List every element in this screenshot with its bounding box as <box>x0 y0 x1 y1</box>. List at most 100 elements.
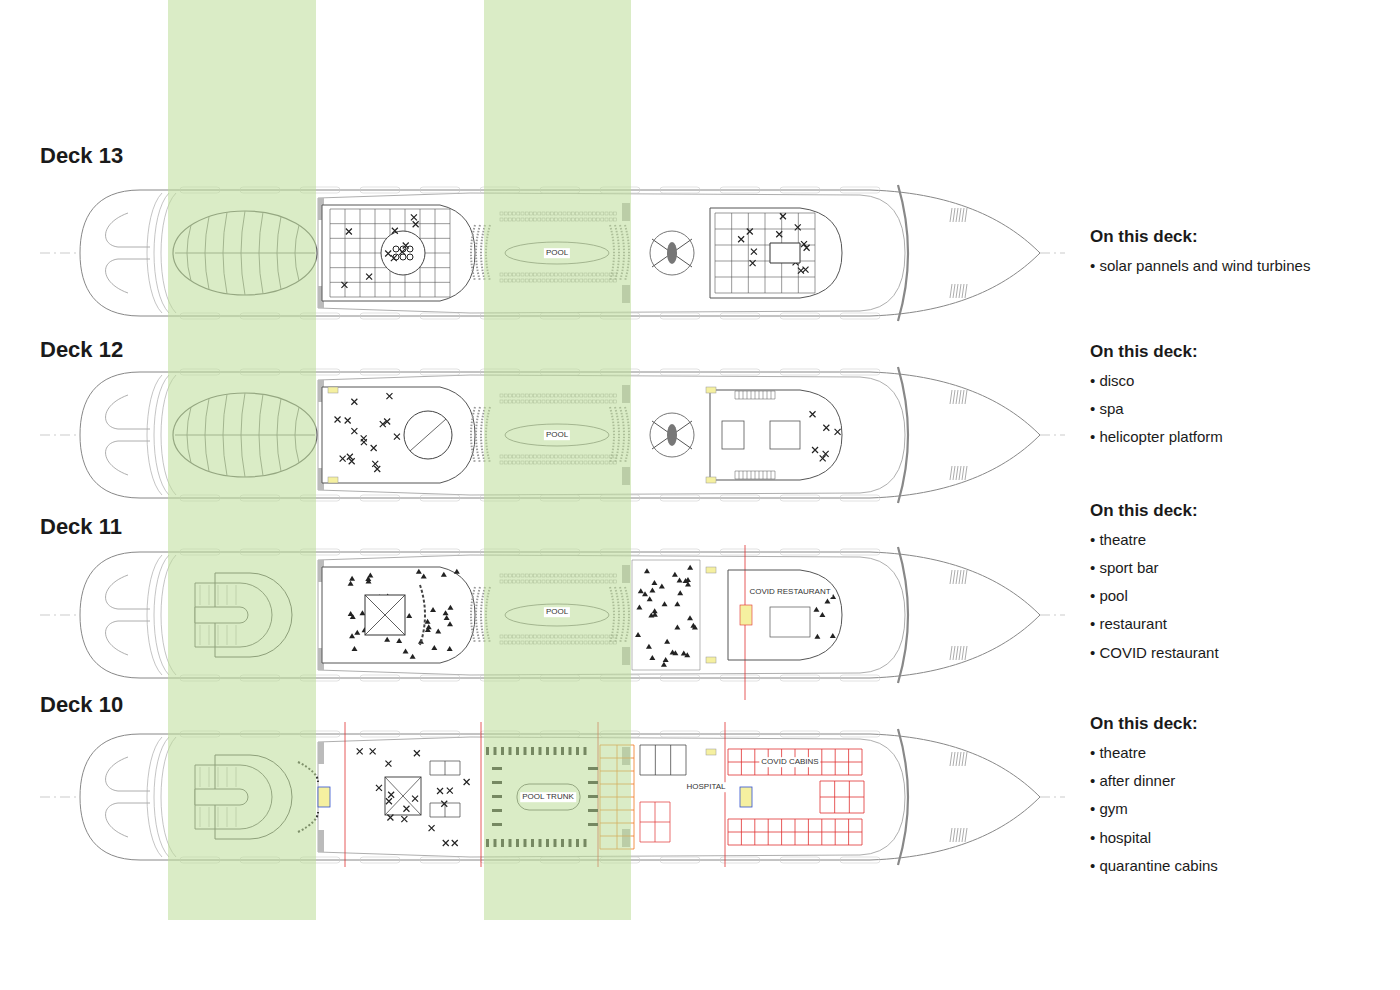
grid-line <box>763 391 764 399</box>
feature-item: • spa <box>1090 400 1124 418</box>
plan-line <box>959 466 961 480</box>
spa-room <box>770 421 800 449</box>
furniture <box>638 588 644 593</box>
bow-bracket <box>898 547 908 683</box>
seat-row <box>476 587 480 643</box>
stair <box>318 742 324 764</box>
furniture <box>812 447 818 453</box>
area-label: POOL TRUNK <box>520 792 576 802</box>
feature-item: • sport bar <box>1090 559 1159 577</box>
grid-line <box>460 761 461 775</box>
lifeboat <box>360 857 400 863</box>
covid-restaurant <box>728 570 842 660</box>
grid-line <box>739 471 740 479</box>
plan-line <box>965 646 967 660</box>
furniture <box>361 435 367 441</box>
plan-line <box>365 595 405 635</box>
furniture <box>649 587 655 592</box>
elevator <box>328 477 338 483</box>
furniture <box>801 241 807 247</box>
area-label: POOL <box>544 607 570 617</box>
grid-line <box>330 282 450 283</box>
furniture <box>659 583 665 588</box>
lifeboat <box>720 549 760 555</box>
furniture <box>663 657 669 662</box>
grid-line <box>728 749 862 750</box>
furniture <box>396 638 402 643</box>
lifeboat <box>660 857 700 863</box>
lifeboat <box>840 675 880 681</box>
furniture <box>365 578 371 583</box>
lifeboat <box>360 731 400 737</box>
furniture <box>747 229 753 235</box>
furniture <box>370 748 376 754</box>
plan-line <box>962 570 964 584</box>
bow-bracket <box>898 729 908 865</box>
grid-line <box>728 819 862 820</box>
furniture <box>413 221 419 227</box>
lifeboat <box>360 549 400 555</box>
deck-title: Deck 12 <box>40 337 123 363</box>
furniture <box>690 623 696 628</box>
deck-title: Deck 11 <box>40 514 122 540</box>
furniture <box>804 245 810 251</box>
plan-line <box>106 575 150 655</box>
grid-line <box>640 842 670 843</box>
furniture <box>642 591 648 596</box>
furniture <box>823 451 829 457</box>
plan-line <box>965 570 967 584</box>
feature-item: • quarantine cabins <box>1090 857 1218 875</box>
furniture <box>447 646 453 651</box>
grid-line <box>763 471 764 479</box>
furniture <box>647 596 653 601</box>
feature-item: • restaurant <box>1090 615 1167 633</box>
lifeboat <box>660 495 700 501</box>
lifeboat <box>720 369 760 375</box>
furniture <box>452 840 458 846</box>
grid-line <box>640 802 670 803</box>
plan-line <box>953 466 955 480</box>
plan-line <box>962 752 964 766</box>
furniture <box>454 569 460 574</box>
lifeboat <box>840 731 880 737</box>
grid-line <box>640 745 686 746</box>
grid-line <box>775 471 776 479</box>
furniture <box>385 251 391 257</box>
lifeboat <box>660 549 700 555</box>
furniture <box>435 628 441 633</box>
plan-line <box>106 213 150 293</box>
furniture <box>636 604 642 609</box>
furniture <box>441 801 447 807</box>
furniture <box>354 630 360 635</box>
plan-line <box>962 646 964 660</box>
lifeboat <box>840 549 880 555</box>
furniture <box>372 461 378 467</box>
elevator <box>740 787 752 807</box>
area-label: POOL <box>544 248 570 258</box>
bow-shaped-hall <box>322 567 475 663</box>
furniture <box>349 458 355 464</box>
lifeboat <box>780 369 820 375</box>
grid-line <box>771 391 772 399</box>
aft-block <box>710 208 842 298</box>
furniture <box>685 577 691 582</box>
furniture <box>635 632 641 637</box>
furniture <box>813 607 819 612</box>
furniture <box>387 815 393 821</box>
dance-floor <box>404 411 452 459</box>
furniture <box>651 580 657 585</box>
lifeboat <box>840 313 880 319</box>
lifeboat <box>660 369 700 375</box>
furniture <box>412 796 418 802</box>
lifeboat <box>360 675 400 681</box>
plan-line <box>956 284 958 298</box>
grid-line <box>767 471 768 479</box>
furniture <box>345 418 351 424</box>
logo <box>770 243 800 263</box>
furniture <box>403 648 409 653</box>
helipad <box>650 413 694 457</box>
grid-line <box>715 277 815 278</box>
feature-item: • after dinner <box>1090 772 1175 790</box>
lifeboat <box>840 857 880 863</box>
